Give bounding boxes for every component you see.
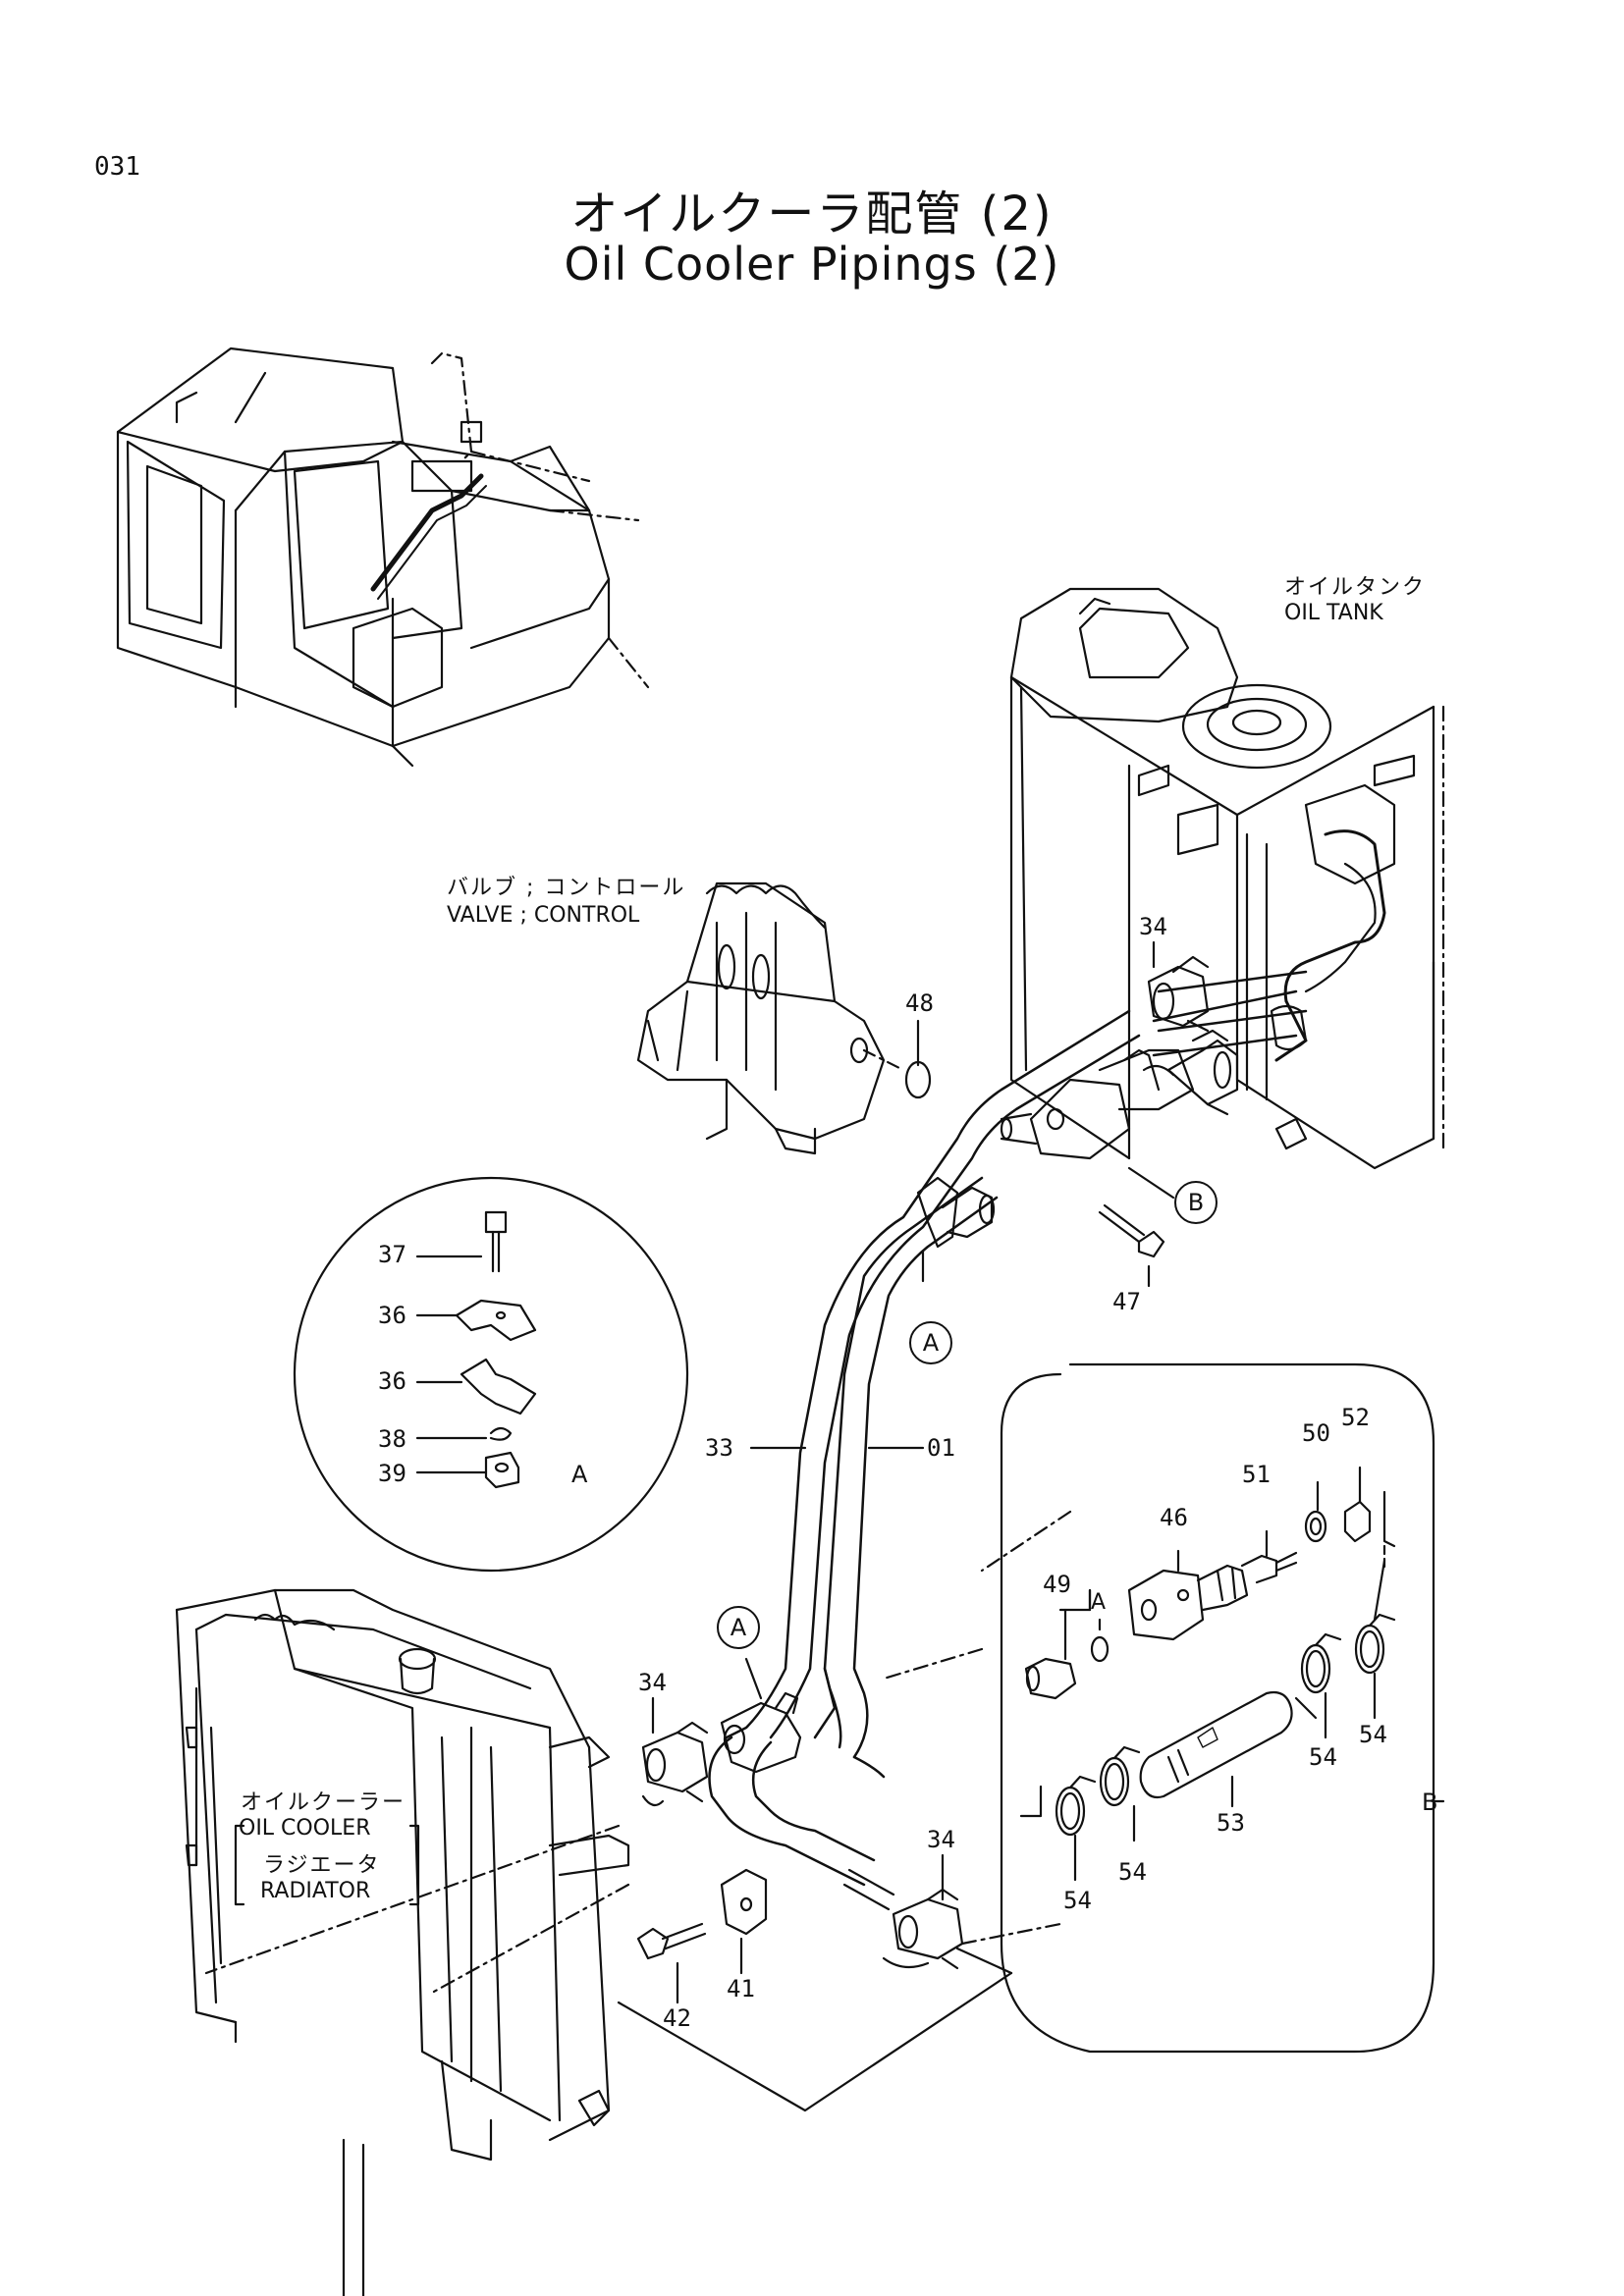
cooler-label-jp: オイルクーラー xyxy=(241,1790,406,1815)
bolt-42 xyxy=(636,1922,707,1960)
oil-cooler-radiator xyxy=(175,1588,630,2296)
part-50: 50 xyxy=(1302,1419,1330,1447)
part-38: 38 xyxy=(378,1425,406,1453)
part-37: 37 xyxy=(378,1241,406,1268)
oring-48 xyxy=(904,1060,932,1099)
clamp-34-top xyxy=(1147,955,1210,1033)
part-41: 41 xyxy=(727,1975,755,2002)
detail-a-circle xyxy=(293,1176,689,1573)
oil-tank-label-en: OIL TANK xyxy=(1284,601,1383,625)
detail-b-frame xyxy=(1000,1362,1445,2054)
detail-ref-b-circle: B xyxy=(1174,1181,1218,1224)
radiator-label-jp: ラジエータ xyxy=(263,1853,381,1878)
part-34-bottom: 34 xyxy=(927,1826,955,1853)
part-01: 01 xyxy=(927,1434,955,1462)
valve-label-jp: バルブ ; コントロール xyxy=(447,876,686,900)
part-42: 42 xyxy=(663,2004,691,2032)
part-34-left: 34 xyxy=(638,1669,667,1696)
tank-hoses xyxy=(1152,970,1308,1057)
bolt-47 xyxy=(1098,1203,1165,1258)
part-46: 46 xyxy=(1160,1504,1188,1531)
bracket-41 xyxy=(720,1868,768,1936)
part-36-b: 36 xyxy=(378,1367,406,1395)
detail-b-label: B xyxy=(1422,1789,1438,1816)
clamp-a-block xyxy=(720,1691,802,1774)
part-49: 49 xyxy=(1043,1571,1071,1598)
valve-label-en: VALVE ; CONTROL xyxy=(447,903,640,928)
part-34-top: 34 xyxy=(1139,913,1167,940)
part-51: 51 xyxy=(1242,1461,1271,1488)
part-54-d: 54 xyxy=(1063,1887,1092,1914)
cooler-label-en: OIL COOLER xyxy=(239,1816,371,1841)
part-48: 48 xyxy=(905,989,934,1017)
title-japanese: オイルクーラ配管 (2) xyxy=(570,187,1054,241)
part-54-c: 54 xyxy=(1118,1858,1147,1886)
detail-ref-a-circle-lower: A xyxy=(717,1606,760,1649)
radiator-label-en: RADIATOR xyxy=(260,1879,371,1903)
part-33: 33 xyxy=(705,1434,733,1462)
excavator-overview xyxy=(116,347,650,768)
oil-tank xyxy=(1009,587,1445,1170)
oil-tank-label-jp: オイルタンク xyxy=(1284,575,1427,600)
detail-a-mark: A xyxy=(1091,1590,1107,1615)
connector-assembly xyxy=(1000,1029,1239,1160)
part-52: 52 xyxy=(1341,1404,1370,1431)
clamp-34-left xyxy=(641,1721,709,1807)
title-english: Oil Cooler Pipings (2) xyxy=(564,238,1060,291)
elbow-fitting xyxy=(916,1176,996,1249)
part-39: 39 xyxy=(378,1460,406,1487)
detail-a-label: A xyxy=(571,1461,588,1488)
part-36-a: 36 xyxy=(378,1302,406,1329)
pipes-33-01 xyxy=(708,1009,1141,1887)
part-47: 47 xyxy=(1112,1288,1141,1315)
detail-ref-a-circle-upper: A xyxy=(909,1321,952,1364)
page-number: 031 xyxy=(94,152,140,182)
part-54-b: 54 xyxy=(1359,1721,1387,1748)
part-53: 53 xyxy=(1217,1809,1245,1837)
control-valve xyxy=(636,881,886,1155)
part-54-a: 54 xyxy=(1309,1743,1337,1771)
